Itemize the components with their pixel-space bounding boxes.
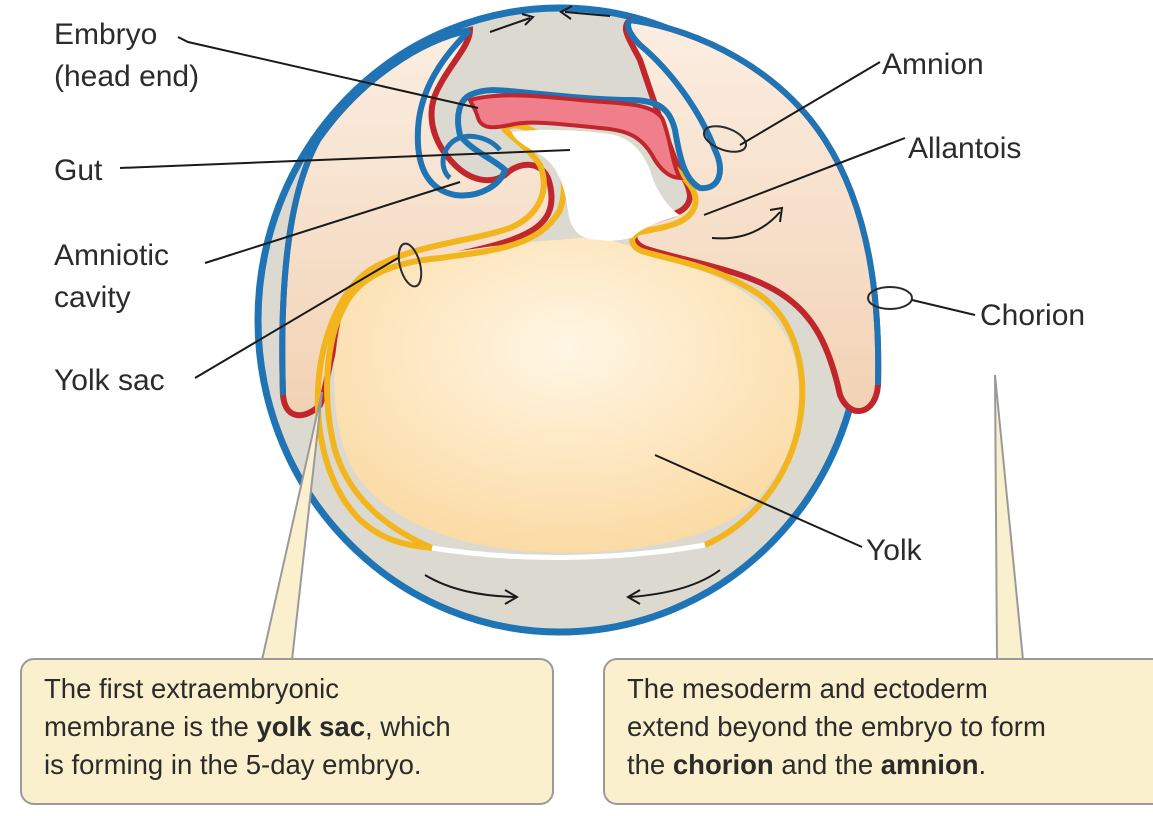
callout-left-line1: The first extraembryonic xyxy=(44,670,536,708)
label-embryo: Embryo xyxy=(54,18,157,51)
label-yolk: Yolk xyxy=(866,534,923,567)
label-gut: Gut xyxy=(54,154,103,187)
callout-right-line2: extend beyond the embryo to form xyxy=(627,708,1147,746)
label-amnion: Amnion xyxy=(882,48,984,81)
label-chorion: Chorion xyxy=(980,299,1085,332)
callout-left-bold-yolk-sac: yolk sac xyxy=(256,711,365,742)
callout-left-line2-pre: membrane is the xyxy=(44,711,256,742)
callout-right-line1: The mesoderm and ectoderm xyxy=(627,670,1147,708)
yolk-mass xyxy=(334,238,799,553)
callout-right-line3: the chorion and the amnion. xyxy=(627,746,1147,784)
callout-left-line3: is forming in the 5-day embryo. xyxy=(44,746,536,784)
callout-left-line2-post: , which xyxy=(365,711,451,742)
callout-right-line3-mid: and the xyxy=(774,749,881,780)
right-callout-pointer xyxy=(995,375,1023,660)
callout-left-line2: membrane is the yolk sac, which xyxy=(44,708,536,746)
callout-yolk-sac: The first extraembryonic membrane is the… xyxy=(20,658,554,805)
callout-right-line3-post: . xyxy=(979,749,987,780)
label-cavity: cavity xyxy=(54,281,131,314)
label-allantois: Allantois xyxy=(908,132,1021,165)
callout-chorion-amnion: The mesoderm and ectoderm extend beyond … xyxy=(603,658,1153,805)
callout-right-line3-pre: the xyxy=(627,749,673,780)
callout-right-bold-chorion: chorion xyxy=(673,749,774,780)
label-head-end: (head end) xyxy=(54,60,199,93)
label-yolk-sac: Yolk sac xyxy=(54,364,165,397)
callout-right-bold-amnion: amnion xyxy=(881,749,979,780)
label-amniotic: Amniotic xyxy=(54,239,169,272)
